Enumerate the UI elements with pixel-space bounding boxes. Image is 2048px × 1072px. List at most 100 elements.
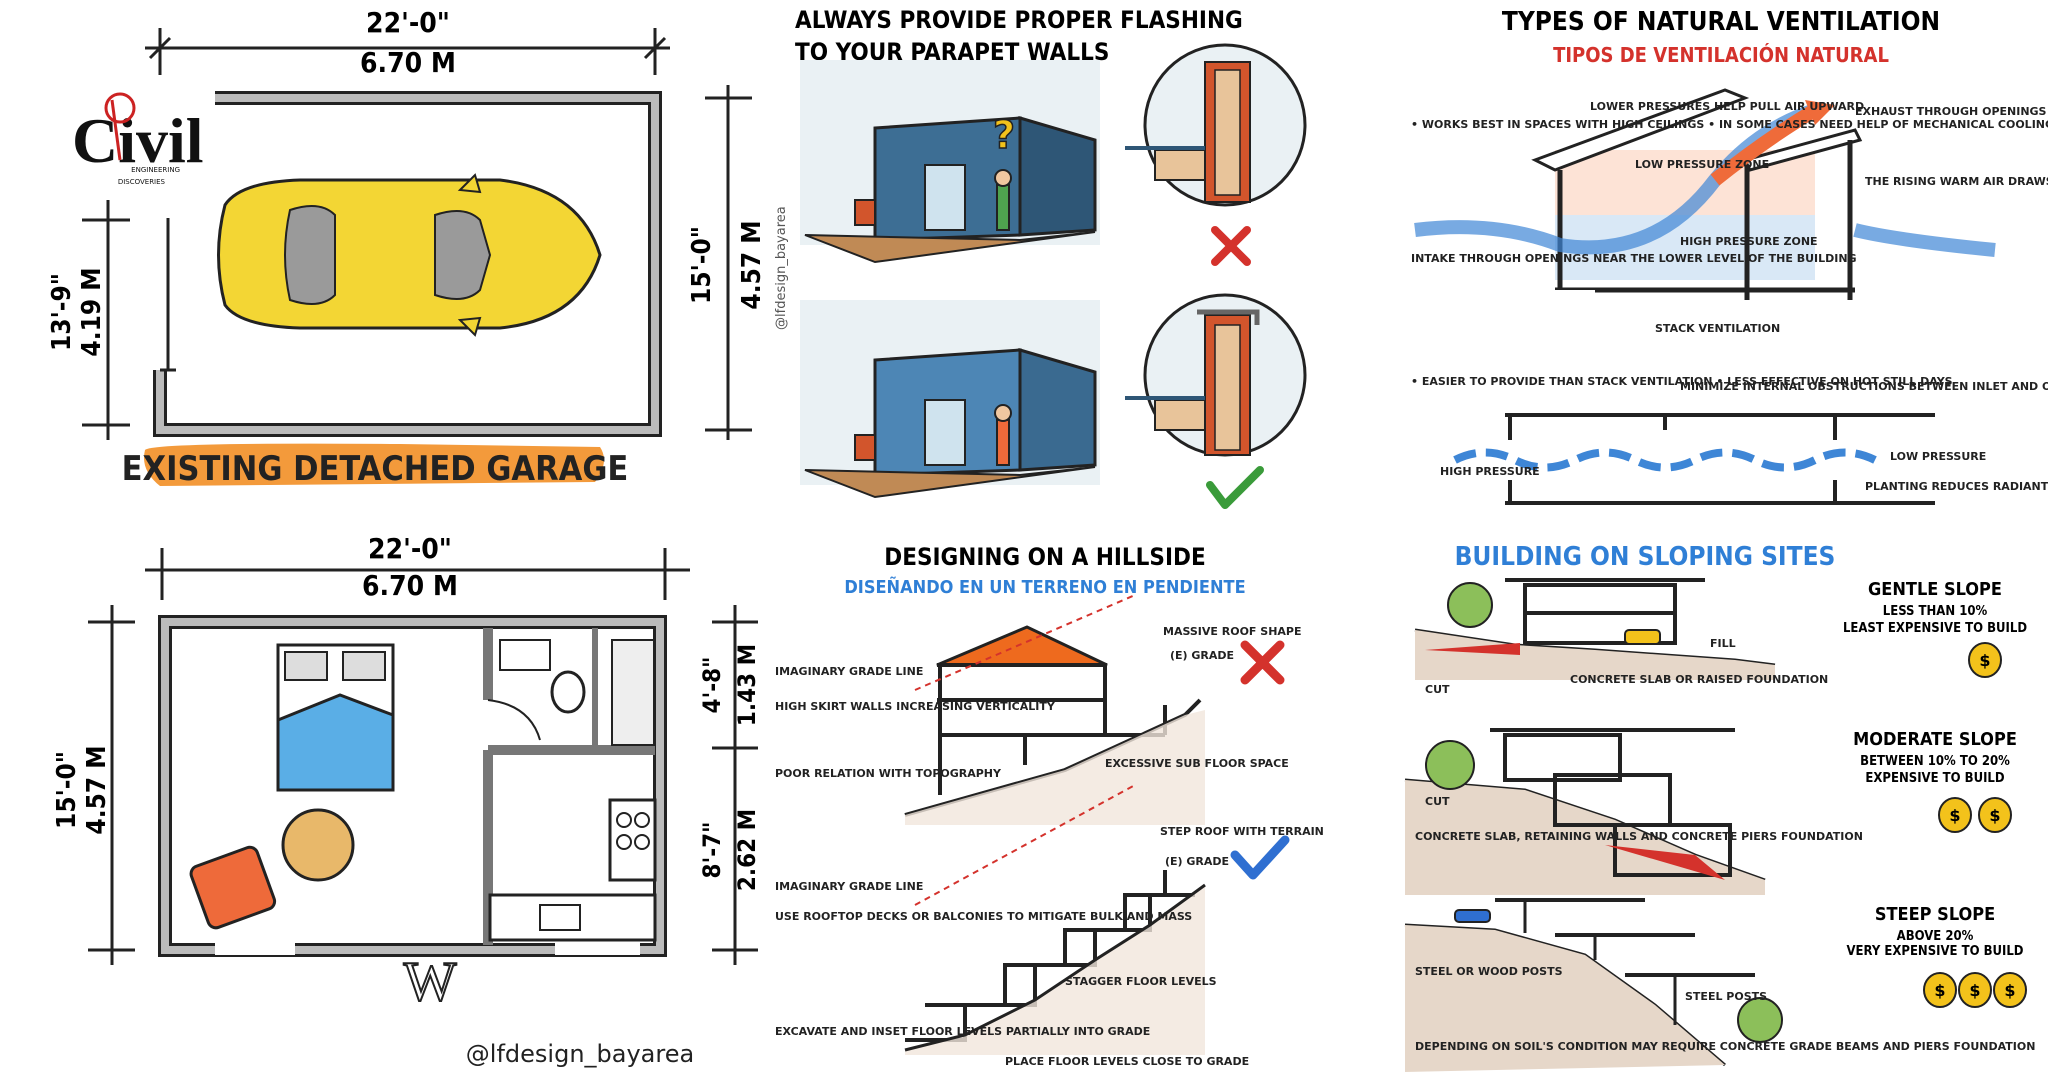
shower bbox=[611, 639, 655, 746]
steep-steel: STEEL POSTS bbox=[1685, 990, 1767, 1003]
stagger-floor-label: STAGGER FLOOR LEVELS bbox=[1065, 975, 1217, 988]
hillside-panel: DESIGNING ON A HILLSIDE DISEÑANDO EN UN … bbox=[765, 535, 1325, 1072]
adu-credit: @lfdesign_bayarea bbox=[466, 1040, 694, 1068]
wrong-x-icon bbox=[1211, 226, 1251, 266]
building-no-flashing: ? bbox=[804, 112, 1097, 264]
cross-bullets: • EASIER TO PROVIDE THAN STACK VENTILATI… bbox=[1411, 375, 1953, 388]
hillside-subtitle: DISEÑANDO EN UN TERRENO EN PENDIENTE bbox=[844, 575, 1245, 598]
adu-right-bottom-ft: 8'-7" bbox=[698, 822, 726, 879]
parapet-title-line1: ALWAYS PROVIDE PROPER FLASHING bbox=[795, 6, 1243, 34]
massive-roof-label: MASSIVE ROOF SHAPE bbox=[1163, 625, 1302, 638]
money-bag-icon: $ bbox=[1958, 972, 1992, 1008]
moderate-name: MODERATE SLOPE bbox=[1853, 729, 2017, 750]
adu-right-bottom-m: 2.62 M bbox=[733, 809, 761, 891]
toilet bbox=[550, 670, 586, 714]
rising-air-label: THE RISING WARM AIR DRAWS COLD AIR IN TH… bbox=[1865, 175, 2048, 188]
armchair bbox=[189, 845, 277, 930]
gentle-slope-drawing bbox=[1414, 578, 1776, 680]
adu-height-dimensions bbox=[88, 605, 758, 965]
garage-right-m: 4.57 M bbox=[737, 220, 765, 309]
garage-width-dimension bbox=[145, 28, 670, 75]
moderate-cost: EXPENSIVE TO BUILD bbox=[1865, 771, 2004, 786]
garage-width-m: 6.70 M bbox=[360, 46, 456, 79]
high-pressure-label: HIGH PRESSURE bbox=[1440, 465, 1540, 478]
imaginary-grade-label-good: IMAGINARY GRADE LINE bbox=[775, 880, 923, 893]
ventilation-illustration: TYPES OF NATURAL VENTILATION TIPOS DE VE… bbox=[1395, 7, 2048, 505]
steep-slope-drawing bbox=[1404, 898, 1783, 1072]
imaginary-grade-label-bad: IMAGINARY GRADE LINE bbox=[775, 665, 923, 678]
cross-ventilation-house bbox=[1453, 413, 1935, 505]
parapet-illustration: ALWAYS PROVIDE PROPER FLASHING TO YOUR P… bbox=[774, 6, 1307, 509]
steep-posts: STEEL OR WOOD POSTS bbox=[1415, 965, 1563, 978]
svg-text:$: $ bbox=[1934, 981, 1945, 1000]
steep-name: STEEP SLOPE bbox=[1875, 904, 1995, 925]
hillside-bad-example bbox=[904, 594, 1205, 825]
garage-left-m: 4.19 M bbox=[77, 267, 107, 356]
adu-width-m: 6.70 M bbox=[362, 569, 458, 602]
place-floor-label: PLACE FLOOR LEVELS CLOSE TO GRADE bbox=[1005, 1055, 1249, 1068]
sloping-sites-panel: BUILDING ON SLOPING SITES GENTLE SLOPE L… bbox=[1395, 535, 2048, 1072]
wrong-x-icon bbox=[1240, 640, 1285, 685]
building-with-flashing bbox=[804, 347, 1097, 499]
gentle-range: LESS THAN 10% bbox=[1883, 604, 1988, 619]
high-pressure-zone: HIGH PRESSURE ZONE bbox=[1680, 235, 1818, 248]
svg-text:$: $ bbox=[1949, 806, 1960, 825]
gentle-fill: FILL bbox=[1710, 637, 1736, 650]
sloping-title: BUILDING ON SLOPING SITES bbox=[1455, 542, 1836, 572]
money-bag-icon: $ bbox=[1923, 972, 1957, 1008]
poor-relation-label: POOR RELATION WITH TOPOGRAPHY bbox=[775, 767, 1002, 780]
garage-walls bbox=[153, 91, 662, 437]
garage-left-ft: 13'-9" bbox=[47, 273, 77, 351]
stack-ventilation-house bbox=[1395, 88, 1996, 306]
hillside-good-example bbox=[904, 784, 1206, 1055]
moderate-cut: CUT bbox=[1425, 795, 1450, 808]
side-table bbox=[281, 808, 355, 882]
planting-label: PLANTING REDUCES RADIANT HEAT bbox=[1865, 480, 2048, 493]
ventilation-subtitle: TIPOS DE VENTILACIÓN NATURAL bbox=[1553, 43, 1889, 67]
stack-bullets: • WORKS BEST IN SPACES WITH HIGH CEILING… bbox=[1411, 118, 2048, 131]
exhaust-label: EXHAUST THROUGH OPENINGS NEAR THE UPPER … bbox=[1855, 105, 2048, 118]
moderate-range: BETWEEN 10% TO 20% bbox=[1860, 754, 2010, 769]
e-grade-label-bad: (E) GRADE bbox=[1170, 649, 1234, 662]
garage-title: EXISTING DETACHED GARAGE bbox=[122, 449, 629, 489]
moderate-slope-drawing bbox=[1404, 728, 1766, 895]
garage-height-dimensions bbox=[82, 85, 752, 440]
door-swing bbox=[487, 699, 541, 741]
detail-no-flashing bbox=[1125, 43, 1307, 207]
kitchen-counter bbox=[488, 798, 657, 942]
intake-label: INTAKE THROUGH OPENINGS NEAR THE LOWER L… bbox=[1411, 252, 1857, 265]
adu-width-ft: 22'-0" bbox=[368, 532, 452, 565]
hillside-title: DESIGNING ON A HILLSIDE bbox=[884, 543, 1205, 571]
gentle-foundation: CONCRETE SLAB OR RAISED FOUNDATION bbox=[1570, 673, 1828, 686]
svg-text:$: $ bbox=[1989, 806, 2000, 825]
adu-left-ft: 15'-0" bbox=[52, 751, 82, 829]
logo-sub1: ENGINEERING bbox=[131, 166, 180, 174]
title-highlight bbox=[144, 443, 604, 486]
low-pressure-label: LOW PRESSURE bbox=[1890, 450, 1986, 463]
high-skirt-label: HIGH SKIRT WALLS INCREASING VERTICALITY bbox=[775, 700, 1056, 713]
hillside-illustration: DESIGNING ON A HILLSIDE DISEÑANDO EN UN … bbox=[775, 543, 1324, 1068]
ventilation-title: TYPES OF NATURAL VENTILATION bbox=[1502, 7, 1940, 37]
moderate-foundation: CONCRETE SLAB, RETAINING WALLS AND CONCR… bbox=[1415, 830, 1863, 843]
civil-engineering-logo: Civil ENGINEERING DISCOVERIES bbox=[72, 92, 204, 186]
detail-with-flashing bbox=[1125, 293, 1307, 457]
lower-pressures-label: LOWER PRESSURES HELP PULL AIR UPWARD bbox=[1590, 100, 1864, 113]
adu-right-top-m: 1.43 M bbox=[733, 644, 761, 726]
parapet-flashing-panel: ALWAYS PROVIDE PROPER FLASHING TO YOUR P… bbox=[765, 0, 1325, 535]
money-bag-icon: $ bbox=[1993, 972, 2027, 1008]
adu-right-top-ft: 4'-8" bbox=[698, 657, 726, 714]
adu-left-m: 4.57 M bbox=[82, 745, 112, 834]
right-check-icon bbox=[1206, 466, 1264, 509]
svg-text:$: $ bbox=[1969, 981, 1980, 1000]
compass-mark: W bbox=[404, 951, 457, 1013]
excavate-label: EXCAVATE AND INSET FLOOR LEVELS PARTIALL… bbox=[775, 1025, 1150, 1038]
adu-walls bbox=[158, 615, 667, 957]
logo-sub2: DISCOVERIES bbox=[118, 178, 166, 186]
sloping-illustration: BUILDING ON SLOPING SITES GENTLE SLOPE L… bbox=[1404, 542, 2035, 1072]
natural-ventilation-panel: TYPES OF NATURAL VENTILATION TIPOS DE VE… bbox=[1395, 0, 2048, 535]
svg-text:$: $ bbox=[1979, 651, 1990, 670]
money-bag-icon: $ bbox=[1978, 797, 2012, 833]
parapet-credit: @lfdesign_bayarea bbox=[774, 206, 789, 330]
adu-width-dimension bbox=[145, 548, 690, 600]
gentle-name: GENTLE SLOPE bbox=[1868, 579, 2002, 600]
